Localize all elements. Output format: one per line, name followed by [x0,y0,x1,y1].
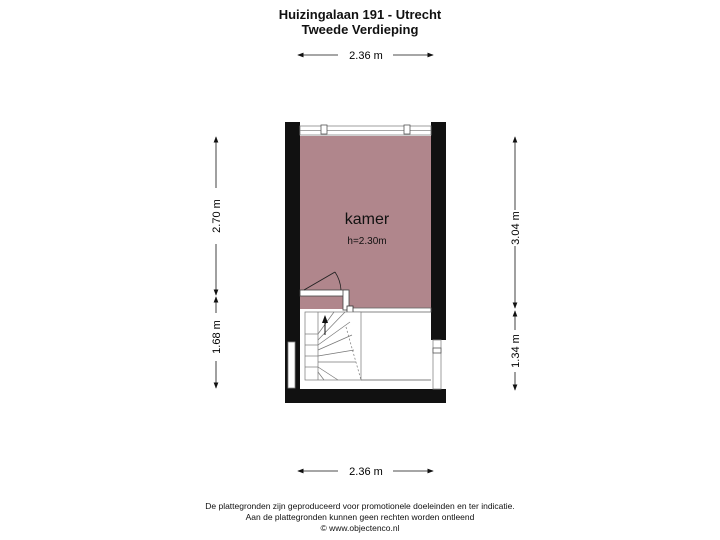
floor-name: Tweede Verdieping [301,22,419,37]
plan-title: Huizingalaan 191 - Utrecht [278,7,442,22]
dimension-left-upper-label: 2.70 m [211,199,223,233]
window-left [287,341,296,389]
dimension-bottom: 2.36 m [297,466,434,478]
window-top [299,124,432,136]
disclaimer-line-1: De plattegronden zijn geproduceerd voor … [205,501,515,511]
partition [299,289,432,314]
room-height-label: h=2.30m [347,236,386,247]
dimension-left-lower-label: 1.68 m [211,320,223,354]
dimension-right-lower-label: 1.34 m [510,334,522,368]
walls [285,122,446,403]
dimension-right-upper-label: 3.04 m [510,211,522,245]
window-right [432,339,442,390]
door [303,271,342,291]
disclaimer-line-2: Aan de plattegronden kunnen geen rechten… [245,512,475,522]
room-label: kamer [345,211,390,228]
copyright: © www.objectenco.nl [320,523,400,533]
staircase [304,311,431,381]
dimension-bottom-label: 2.36 m [349,466,383,478]
dimension-top-label: 2.36 m [349,50,383,62]
dimension-top: 2.36 m [297,50,434,62]
